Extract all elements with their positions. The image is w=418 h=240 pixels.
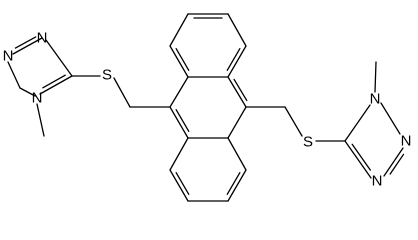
bond-ant-16 xyxy=(227,137,247,171)
bond-ant-13-inner xyxy=(175,171,190,195)
bond-triazole-left-2 xyxy=(12,37,43,55)
bond-triazole-right-3 xyxy=(383,147,404,177)
molecule-canvas: N N N S S N N N xyxy=(3,13,412,202)
bond-triazole-right-3-inner xyxy=(389,153,405,175)
bond-ant-6-inner xyxy=(226,47,241,71)
bond-ant-1 xyxy=(169,76,189,108)
bond-ant-15-inner xyxy=(226,171,241,195)
bond-s-ch2-left xyxy=(113,77,131,108)
bond-ant-3 xyxy=(169,13,189,47)
bond-ant-8-inner xyxy=(175,108,190,132)
bond-triazole-left-1 xyxy=(45,39,73,77)
bond-triazole-right-1 xyxy=(344,104,371,142)
bond-ant-2-inner xyxy=(175,47,190,71)
bond-ant-2 xyxy=(169,45,189,78)
bond-triazole-left-4 xyxy=(19,87,36,97)
atom-n-top-3: N xyxy=(32,90,43,107)
bond-ant-10 xyxy=(227,106,247,139)
bond-triazole-left-2-inner xyxy=(14,36,37,49)
bond-ant-12 xyxy=(169,137,189,171)
bond-ant-6 xyxy=(227,45,247,78)
bond-triazole-left-3 xyxy=(7,61,21,89)
bond-triazole-right-2 xyxy=(380,102,401,135)
bond-triazole-right-4-inner xyxy=(351,143,372,171)
bonds-group xyxy=(7,13,405,202)
bond-ant-5 xyxy=(227,13,247,47)
bond-ant-13 xyxy=(169,169,189,202)
bond-methyl-right xyxy=(374,61,377,93)
atom-n-right-1: N xyxy=(370,91,381,108)
atom-n-top-2: N xyxy=(3,48,14,65)
bond-ch2-s-right xyxy=(284,106,303,137)
atom-s-left: S xyxy=(102,67,112,84)
atom-n-top-1: N xyxy=(37,30,48,47)
atom-n-right-3: N xyxy=(372,173,383,190)
bond-triazole-left-5 xyxy=(39,75,73,95)
bond-ant-15 xyxy=(227,169,247,202)
atoms-group: N N N S S N N N xyxy=(3,30,412,190)
atom-n-right-2: N xyxy=(401,133,412,150)
bond-ant-8 xyxy=(169,106,189,139)
chemical-structure-diagram: N N N S S N N N xyxy=(3,13,412,202)
bond-methyl-left xyxy=(36,103,45,137)
bond-triazole-left-5-inner xyxy=(42,74,66,89)
bond-ant-9-inner xyxy=(233,78,248,102)
bond-ant-9 xyxy=(227,76,247,108)
atom-s-right: S xyxy=(303,134,313,151)
bond-triazole-right-4 xyxy=(344,140,372,179)
